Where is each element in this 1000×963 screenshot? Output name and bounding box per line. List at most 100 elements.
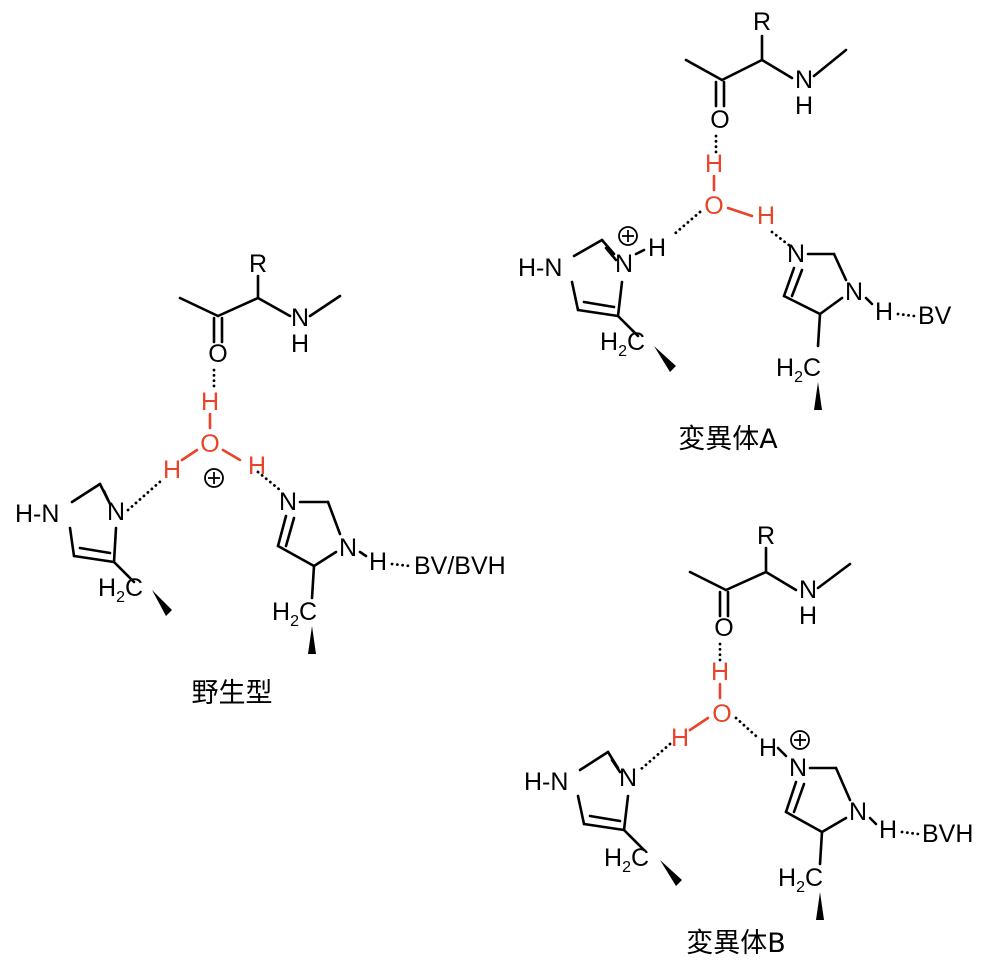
his-left-nh: H-N xyxy=(524,768,568,796)
water-h-right: H xyxy=(757,202,775,230)
water-h-top: H xyxy=(201,388,219,416)
ring-bond xyxy=(832,252,848,282)
water-o: O xyxy=(712,700,731,728)
n-bond xyxy=(760,58,794,80)
ring-bond xyxy=(326,500,342,536)
ring-bond xyxy=(834,766,852,802)
positive-charge-icon xyxy=(204,468,224,488)
ring-bond xyxy=(616,280,624,318)
hbond-water-right xyxy=(734,716,758,738)
his-right-ch2: H2C xyxy=(776,354,821,386)
amide-n: N xyxy=(291,304,309,332)
his-right-h: H xyxy=(875,298,893,326)
caption-variant-a: 変異体A xyxy=(678,424,778,455)
wedge-bond xyxy=(308,626,316,654)
wedge-bond xyxy=(814,382,822,410)
water-bond-left xyxy=(180,448,199,462)
n-methyl-bond xyxy=(816,562,852,590)
nh-bond xyxy=(864,296,874,306)
hbond-water-left xyxy=(670,210,702,238)
panel-wild-type: R O N H H O H H H-N N H2C N N xyxy=(15,250,506,709)
ring-bond xyxy=(276,544,316,568)
ring-bond xyxy=(570,280,580,312)
amide-n: N xyxy=(795,66,813,94)
ring-bond xyxy=(276,514,288,548)
ring-bond xyxy=(578,750,610,772)
ring-double xyxy=(604,246,618,262)
water-o: O xyxy=(200,430,219,458)
methyl-bond xyxy=(688,570,728,592)
wedge-bond xyxy=(660,860,682,886)
his-left-ch2: H2C xyxy=(604,844,649,876)
ring-bond xyxy=(782,294,822,316)
ring-bond xyxy=(784,810,824,834)
water-h-left: H xyxy=(671,724,689,752)
ring-bond xyxy=(820,816,848,834)
his-left-n: N xyxy=(615,250,633,278)
positive-charge-icon xyxy=(618,226,638,246)
panel-variant-b: R O N H H O H H-N N H2C H N N xyxy=(524,522,973,959)
ring-double xyxy=(610,758,622,774)
methyl-bond xyxy=(178,296,220,318)
amide-h: H xyxy=(799,602,817,630)
his-right-n-top: N xyxy=(787,240,805,268)
ring-bond xyxy=(312,550,338,568)
hbond-water-left xyxy=(638,742,672,772)
ch2-bond xyxy=(818,830,824,866)
his-left-nh: H-N xyxy=(518,254,562,282)
his-right-h: H xyxy=(369,548,387,576)
his-right-n-top: N xyxy=(279,488,297,516)
residue-r: R xyxy=(757,522,775,550)
ring-bond xyxy=(582,822,626,832)
n-methyl-bond xyxy=(812,48,848,78)
his-right-ch2: H2C xyxy=(778,864,823,896)
his-right-n: N xyxy=(845,278,863,306)
amide-n: N xyxy=(799,576,817,604)
alpha-bond xyxy=(216,296,260,318)
water-o: O xyxy=(704,192,723,220)
ch2-bond xyxy=(310,564,316,600)
partner-label: BVH xyxy=(922,820,973,848)
his-left-n: N xyxy=(619,764,637,792)
hbond-bv xyxy=(390,562,412,568)
alpha-bond xyxy=(724,570,768,592)
carbonyl-o: O xyxy=(710,106,729,134)
nh-bond xyxy=(634,248,646,256)
his-left-nh: H-N xyxy=(15,500,59,528)
amide-h: H xyxy=(291,330,309,358)
positive-charge-icon xyxy=(790,730,810,750)
ring-double xyxy=(284,516,296,548)
water-h-top: H xyxy=(711,658,729,686)
wedge-bond xyxy=(816,892,824,920)
water-h-left: H xyxy=(163,456,181,484)
hbond-bvh xyxy=(900,830,920,836)
ring-double xyxy=(582,300,616,309)
n-bond xyxy=(256,296,292,318)
ring-double xyxy=(588,814,622,823)
ring-double xyxy=(102,489,112,506)
his-right-h: H xyxy=(879,816,897,844)
his-left-ch2: H2C xyxy=(98,574,143,606)
nh-bond xyxy=(358,550,368,558)
ch2-bond xyxy=(616,314,640,338)
ring-bond xyxy=(72,554,116,564)
his-right-ch2: H2C xyxy=(272,598,317,630)
his-left-n: N xyxy=(107,498,125,526)
carbonyl-o: O xyxy=(208,340,227,368)
n-bond xyxy=(764,570,798,592)
his-left-h: H xyxy=(648,234,666,262)
partner-label: BV xyxy=(918,302,952,330)
ring-double xyxy=(790,268,804,298)
n-methyl-bond xyxy=(308,294,342,318)
his-right-n: N xyxy=(849,798,867,826)
hbond-water-right xyxy=(770,230,792,248)
residue-r: R xyxy=(753,8,771,36)
hbond-water-right xyxy=(256,470,282,492)
water-bond-right xyxy=(726,206,754,218)
nh-bond xyxy=(868,816,878,826)
residue-r: R xyxy=(249,250,267,278)
amide-h: H xyxy=(795,92,813,120)
ring-double xyxy=(78,546,112,555)
ch2-bond xyxy=(816,312,822,348)
